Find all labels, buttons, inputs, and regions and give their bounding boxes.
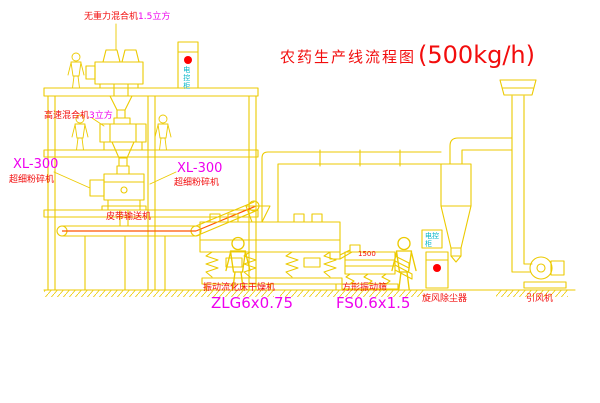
title-capacity: (500kg/h) [418, 41, 535, 69]
sieve-dimension-label: 1500 [358, 250, 376, 258]
sieve-model-label: FS0.6x1.5 [336, 294, 411, 312]
control-cabinet-top-label: 电控柜 [182, 66, 191, 90]
xl300-mill-drawing [89, 165, 147, 227]
belt-accent-line [62, 205, 257, 232]
mill-left-name-label: 超细粉碎机 [9, 175, 55, 185]
person-figure [154, 114, 172, 151]
exhaust-duct-drawing [261, 149, 442, 223]
person-figure [391, 236, 417, 291]
building-structure [43, 87, 259, 291]
gravity-mixer-label: 无重力混合机1.5立方 [84, 12, 171, 23]
high-speed-mixer-name: 高速混合机 [44, 111, 90, 121]
induced-draft-fan-drawing [511, 256, 567, 289]
square-sieve-drawing [341, 244, 413, 290]
dryer-model-label: ZLG6x0.75 [211, 294, 294, 312]
person-figure [67, 52, 85, 89]
exhaust-stack-drawing [511, 95, 525, 259]
belt-conveyor-label: 皮带输送机 [106, 212, 152, 222]
title-text: 农药生产线流程图 [280, 47, 417, 66]
rain-cap-drawing [499, 79, 537, 96]
mill-mid-model-label: XL-300 [177, 161, 223, 176]
high-speed-mixer-drawing [99, 117, 147, 167]
mill-mid-name-label: 超细粉碎机 [174, 178, 220, 188]
high-speed-mixer-spec: 3立方 [89, 111, 113, 121]
mill-left-model-label: XL-300 [13, 157, 59, 172]
fluid-bed-dryer-drawing [199, 213, 353, 291]
outlet-duct-drawing [449, 137, 513, 165]
control-cabinet-bottom-drawing [421, 229, 449, 289]
dryer-name-label: 振动流化床干燥机 [203, 283, 276, 293]
sieve-name-label: 方形振动筛 [342, 283, 388, 293]
gravity-free-mixer-drawing [85, 49, 144, 119]
control-cabinet-top-drawing [177, 41, 199, 89]
cyclone-drawing [440, 163, 472, 263]
gravity-mixer-name: 无重力混合机 [84, 12, 139, 22]
leader-lines [53, 23, 177, 189]
gravity-mixer-spec: 1.5立方 [138, 12, 171, 22]
diagram-title: 农药生产线流程图 (500kg/h) [280, 41, 535, 69]
fan-label: 引风机 [526, 294, 554, 304]
high-speed-mixer-label: 高速混合机3立方 [44, 111, 113, 122]
control-cabinet-bottom-label: 电控柜 [425, 232, 439, 248]
ground-hatch [44, 290, 568, 297]
cyclone-label: 旋风除尘器 [422, 294, 468, 304]
